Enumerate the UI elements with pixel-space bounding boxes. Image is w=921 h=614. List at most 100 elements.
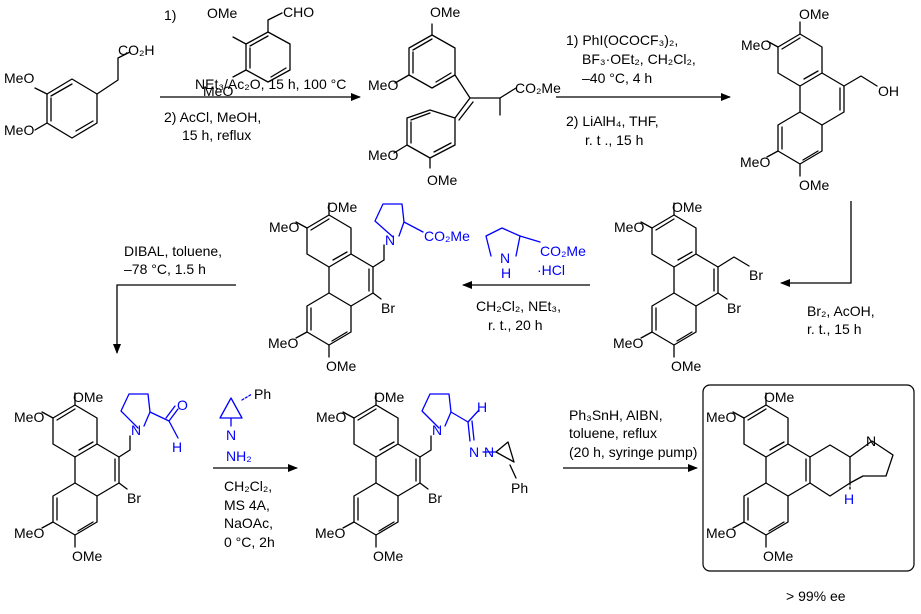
step-6-line-2: MS 4A, bbox=[224, 497, 270, 513]
c5-br: Br bbox=[381, 300, 395, 316]
c6-meo-2: MeO bbox=[14, 525, 44, 541]
c7-h: H bbox=[477, 399, 487, 415]
c6-h: H bbox=[172, 439, 182, 455]
compound-6: OMe MeO N O H Br MeO OMe bbox=[14, 389, 188, 564]
c5-n: N bbox=[385, 232, 395, 248]
c3-ome-1: OMe bbox=[799, 6, 830, 22]
c2-ome-2: OMe bbox=[427, 172, 458, 188]
c7-ph: Ph bbox=[511, 480, 528, 496]
c6-ome-1: OMe bbox=[73, 389, 104, 405]
c4-br-2: Br bbox=[727, 300, 741, 316]
c6-o: O bbox=[177, 397, 188, 413]
c4-br-1: Br bbox=[749, 267, 763, 283]
reagent-aminoaziridine: Ph N NH₂ bbox=[219, 386, 271, 464]
step-2: 1) PhI(OCOCF₃)₂, BF₃·OEt₂, CH₂Cl₂, –40 °… bbox=[556, 32, 731, 148]
step-6-line-4: 0 °C, 2h bbox=[224, 534, 275, 550]
proline-n: N bbox=[500, 250, 510, 266]
c2-ome-1: OMe bbox=[430, 4, 461, 20]
compound-3: OMe MeO OH MeO OMe bbox=[740, 6, 899, 193]
step-3-line-2: r. t., 15 h bbox=[807, 321, 861, 337]
c3-meo-2: MeO bbox=[740, 154, 770, 170]
c6-br: Br bbox=[127, 490, 141, 506]
c2-co2me: CO₂Me bbox=[515, 80, 561, 96]
c5-meo-2: MeO bbox=[268, 335, 298, 351]
step-6-line-3: NaOAc, bbox=[224, 515, 273, 531]
step-1-line-4: 15 h, reflux bbox=[182, 127, 251, 143]
c8-ome-2: OMe bbox=[763, 548, 794, 564]
step-1-line-3: 2) AcCl, MeOH, bbox=[164, 109, 261, 125]
c5-meo-1: MeO bbox=[269, 219, 299, 235]
aziridine-n: N bbox=[226, 427, 236, 443]
step-2-line-1: 1) PhI(OCOCF₃)₂, bbox=[566, 32, 678, 48]
step-3-line-1: Br₂, AcOH, bbox=[807, 303, 875, 319]
step-2-line-4: 2) LiAlH₄, THF, bbox=[566, 113, 659, 129]
c1-co2h: CO₂H bbox=[118, 42, 155, 58]
c7-ome-1: OMe bbox=[374, 389, 405, 405]
c8-ome-1: OMe bbox=[764, 389, 795, 405]
proline-hcl: ·HCl bbox=[537, 262, 565, 278]
step-6: CH₂Cl₂, MS 4A, NaOAc, 0 °C, 2h bbox=[213, 464, 298, 550]
c3-oh: OH bbox=[878, 83, 899, 99]
c2-meo-1: MeO bbox=[368, 77, 398, 93]
c5-ome-2: OMe bbox=[326, 358, 357, 374]
c5-ome-1: OMe bbox=[327, 199, 358, 215]
compound-4: OMe MeO Br Br MeO OMe bbox=[613, 199, 763, 374]
product-box bbox=[702, 384, 915, 572]
step-7-line-3: (20 h, syringe pump) bbox=[569, 444, 697, 460]
c4-ome-1: OMe bbox=[672, 199, 703, 215]
proline-co2me: CO₂Me bbox=[540, 243, 586, 259]
step-4: CH₂Cl₂, NEt₃, r. t., 20 h bbox=[462, 281, 590, 333]
c6-ome-2: OMe bbox=[72, 548, 103, 564]
step-3: Br₂, AcOH, r. t., 15 h bbox=[780, 201, 875, 337]
c7-meo-1: MeO bbox=[316, 409, 346, 425]
c3-ome-2: OMe bbox=[799, 177, 830, 193]
compound-2: OMe MeO CO₂Me MeO OMe bbox=[368, 4, 561, 188]
c7-br: Br bbox=[428, 490, 442, 506]
c7-n-aziridine: N bbox=[484, 444, 494, 460]
step-2-line-3: –40 °C, 4 h bbox=[582, 70, 652, 86]
reagent-proline-ester: N H CO₂Me ·HCl bbox=[485, 227, 586, 281]
c2-meo-2: MeO bbox=[368, 147, 398, 163]
aziridine-nh2: NH₂ bbox=[226, 448, 252, 464]
c1-meo-1: MeO bbox=[4, 70, 34, 86]
c5-co2me: CO₂Me bbox=[424, 228, 470, 244]
c4-meo-2: MeO bbox=[613, 335, 643, 351]
aziridine-ph: Ph bbox=[254, 386, 271, 402]
proline-h: H bbox=[501, 265, 511, 281]
c7-ome-2: OMe bbox=[373, 548, 404, 564]
step-5-line-1: DIBAL, toluene, bbox=[124, 243, 222, 259]
step-2-line-2: BF₃·OEt₂, CH₂Cl₂, bbox=[582, 51, 696, 67]
step-1-line-2: NEt₃/Ac₂O, 15 h, 100 °C bbox=[195, 76, 346, 92]
step-1-line-1: 1) bbox=[164, 7, 176, 23]
step-1: 1) NEt₃/Ac₂O, 15 h, 100 °C 2) AcCl, MeOH… bbox=[160, 7, 361, 143]
step-5-line-2: –78 °C, 1.5 h bbox=[124, 261, 206, 277]
c4-meo-1: MeO bbox=[614, 219, 644, 235]
reagent-veratraldehyde: CHO OMe MeO bbox=[203, 4, 314, 99]
step-7: Ph₃SnH, AIBN, toluene, reflux (20 h, syr… bbox=[563, 407, 698, 472]
c7-meo-2: MeO bbox=[315, 525, 345, 541]
step-7-line-2: toluene, reflux bbox=[569, 425, 657, 441]
c6-n: N bbox=[131, 422, 141, 438]
step-4-line-1: CH₂Cl₂, NEt₃, bbox=[476, 298, 561, 314]
step-4-line-2: r. t., 20 h bbox=[488, 317, 542, 333]
compound-8: OMe MeO N H MeO OMe bbox=[706, 389, 894, 564]
c3-meo-1: MeO bbox=[741, 37, 771, 53]
compound-7: OMe MeO N H N N Ph Br MeO OMe bbox=[315, 389, 528, 564]
c8-h: H bbox=[844, 491, 854, 507]
c6-meo-1: MeO bbox=[14, 409, 44, 425]
c7-n: N bbox=[432, 422, 442, 438]
c4-ome-2: OMe bbox=[671, 358, 702, 374]
c8-n: N bbox=[866, 433, 876, 449]
compound-5: OMe MeO N CO₂Me Br MeO OMe bbox=[268, 199, 470, 374]
compound-1: CO₂H MeO MeO bbox=[4, 42, 155, 139]
step-6-line-1: CH₂Cl₂, bbox=[224, 478, 272, 494]
aldehyde-meo: MeO bbox=[203, 83, 233, 99]
step-2-line-5: r. t ., 15 h bbox=[585, 132, 643, 148]
enantiomeric-excess: > 99% ee bbox=[786, 588, 846, 604]
step-5: DIBAL, toluene, –78 °C, 1.5 h bbox=[113, 243, 236, 354]
c1-meo-2: MeO bbox=[4, 122, 34, 138]
aldehyde-cho: CHO bbox=[283, 4, 314, 20]
c8-meo-1: MeO bbox=[706, 409, 736, 425]
aldehyde-ome: OMe bbox=[207, 5, 238, 21]
step-7-line-1: Ph₃SnH, AIBN, bbox=[569, 407, 663, 423]
